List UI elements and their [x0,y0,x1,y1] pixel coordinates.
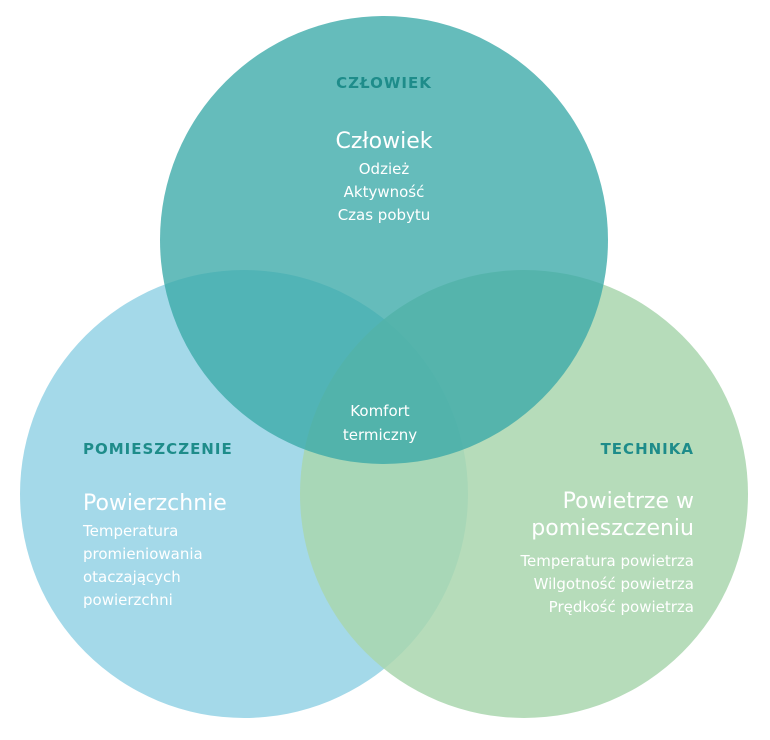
pomieszczenie-item: powierzchni [83,591,173,609]
pomieszczenie-item: Temperatura [82,522,178,540]
pomieszczenie-item: otaczających [83,568,181,586]
czlowiek-item: Czas pobytu [338,206,431,224]
center-label: Komfort [350,402,410,420]
technika-heading: TECHNIKA [601,440,694,458]
pomieszczenie-title: Powierzchnie [83,491,227,516]
technika-item: Prędkość powietrza [549,598,694,616]
technika-title: Powietrze w [563,489,694,514]
czlowiek-title: Człowiek [335,129,432,154]
technika-item: Temperatura powietrza [519,552,694,570]
pomieszczenie-heading: POMIESZCZENIE [83,440,233,458]
czlowiek-heading: CZŁOWIEK [336,74,432,92]
technika-title: pomieszczeniu [531,516,694,541]
technika-item: Wilgotność powietrza [534,575,694,593]
czlowiek-item: Odzież [359,160,410,178]
center-label: termiczny [343,426,417,444]
czlowiek-item: Aktywność [344,183,425,201]
czlowiek-circle [160,16,608,464]
pomieszczenie-item: promieniowania [83,545,203,563]
